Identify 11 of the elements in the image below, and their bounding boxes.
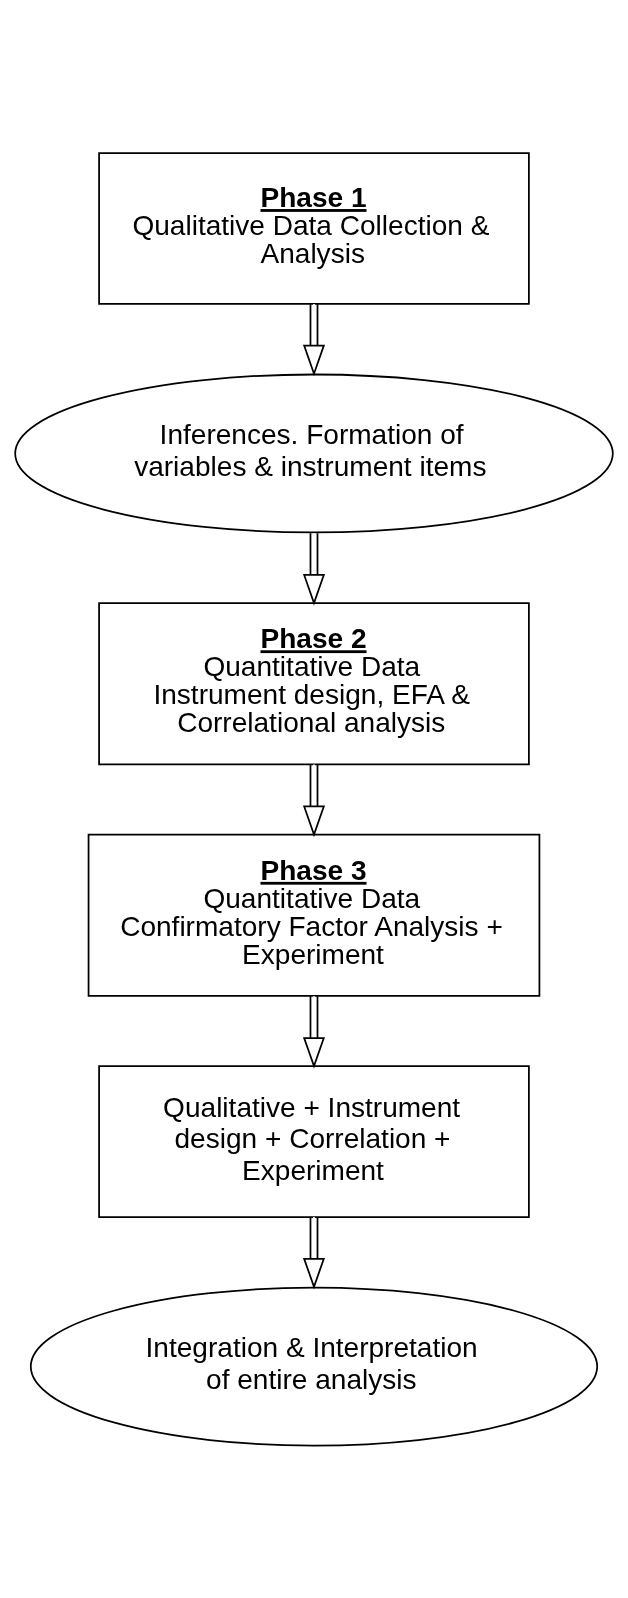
node-box: Qualitative + Instrument design + Correlation + Experiment <box>98 1064 530 1218</box>
arrow <box>302 531 326 606</box>
node-box: Phase 1 Qualitative Data Collection & Analysis <box>98 151 530 305</box>
node-ellipse: Integration & Interpretation of entire analysis <box>29 1286 599 1446</box>
arrow <box>302 994 326 1069</box>
node-box: Phase 2 Quantitative Data Instrument design, EFA & Correlational analysis <box>98 601 530 765</box>
node-ellipse: Inferences. Formation of variables & instrument items <box>14 373 614 533</box>
arrow <box>302 763 326 837</box>
arrow <box>302 302 326 376</box>
arrow <box>302 1215 326 1289</box>
node-box: Phase 3 Quantitative Data Confirmatory Factor Analysis + Experiment <box>87 833 541 997</box>
